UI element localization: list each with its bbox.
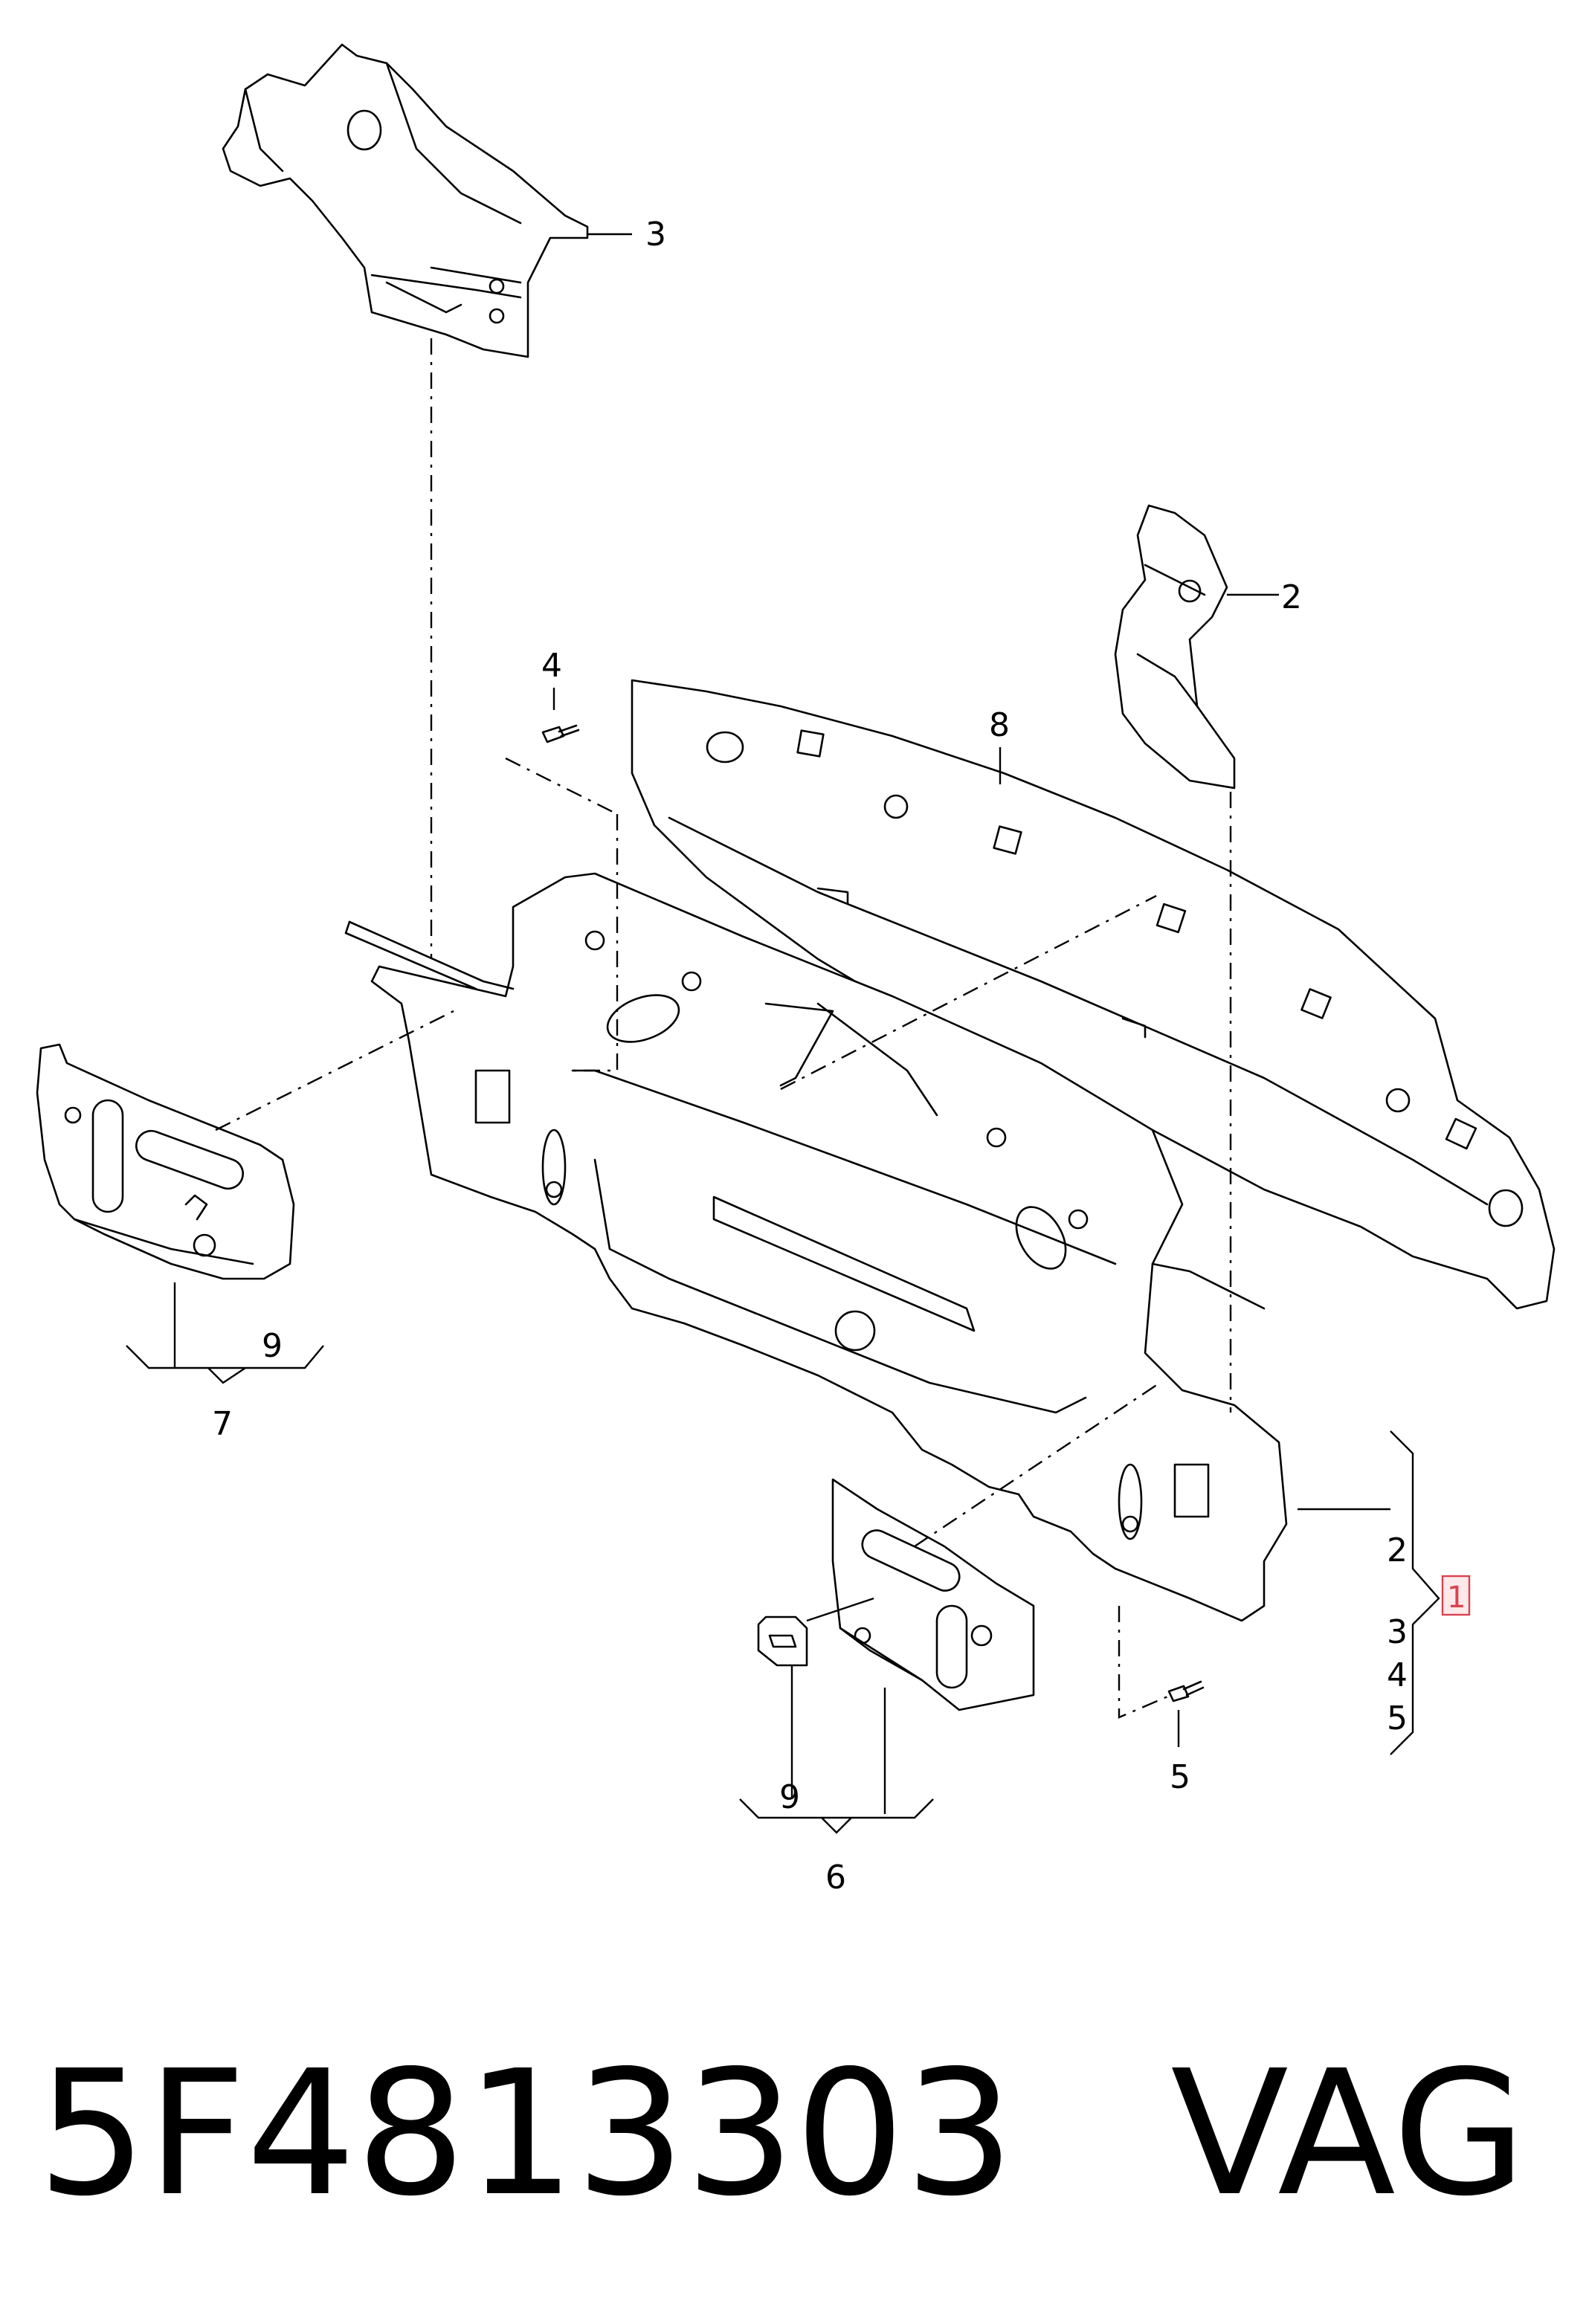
callout-3: 3 (645, 216, 666, 254)
group-item-3: 3 (1387, 1613, 1408, 1651)
callout-6: 6 (825, 1859, 846, 1897)
callout-1: 1 (1447, 1581, 1466, 1615)
highlight-box (1441, 1575, 1471, 1616)
callout-9-left: 9 (262, 1327, 283, 1365)
callout-4: 4 (541, 647, 562, 685)
part-9-clip[interactable] (757, 1615, 808, 1667)
callout-2: 2 (1281, 578, 1302, 616)
assembly-lines (215, 338, 1232, 1719)
callout-labels: 3 2 4 8 9 7 9 6 5 2 3 4 5 (212, 216, 1408, 1897)
part-8-upper-rail[interactable] (631, 679, 1556, 1310)
leader-lines (126, 233, 1440, 1834)
callout-9-center: 9 (779, 1778, 800, 1816)
callout-7: 7 (212, 1405, 233, 1443)
callout-5: 5 (1170, 1758, 1190, 1796)
group-item-4: 4 (1387, 1656, 1408, 1694)
part-1-rear-panel[interactable] (344, 872, 1288, 1622)
part-2-bracket[interactable] (1114, 504, 1236, 790)
part-number: 5F4813303 (37, 2033, 1015, 2234)
group-item-2: 2 (1387, 1531, 1408, 1569)
part-3-bracket[interactable] (222, 43, 589, 358)
part-5-screw[interactable] (1167, 1680, 1205, 1702)
part-7-left-bracket[interactable] (36, 1043, 295, 1280)
part-6-center-bracket[interactable] (831, 1478, 1035, 1711)
highlighted-callout-1[interactable]: 1 (1441, 1575, 1471, 1616)
brand-name: VAG (1170, 2033, 1527, 2234)
group-item-5: 5 (1387, 1700, 1408, 1737)
part-4-screw[interactable] (541, 724, 580, 743)
callout-8: 8 (989, 706, 1010, 744)
